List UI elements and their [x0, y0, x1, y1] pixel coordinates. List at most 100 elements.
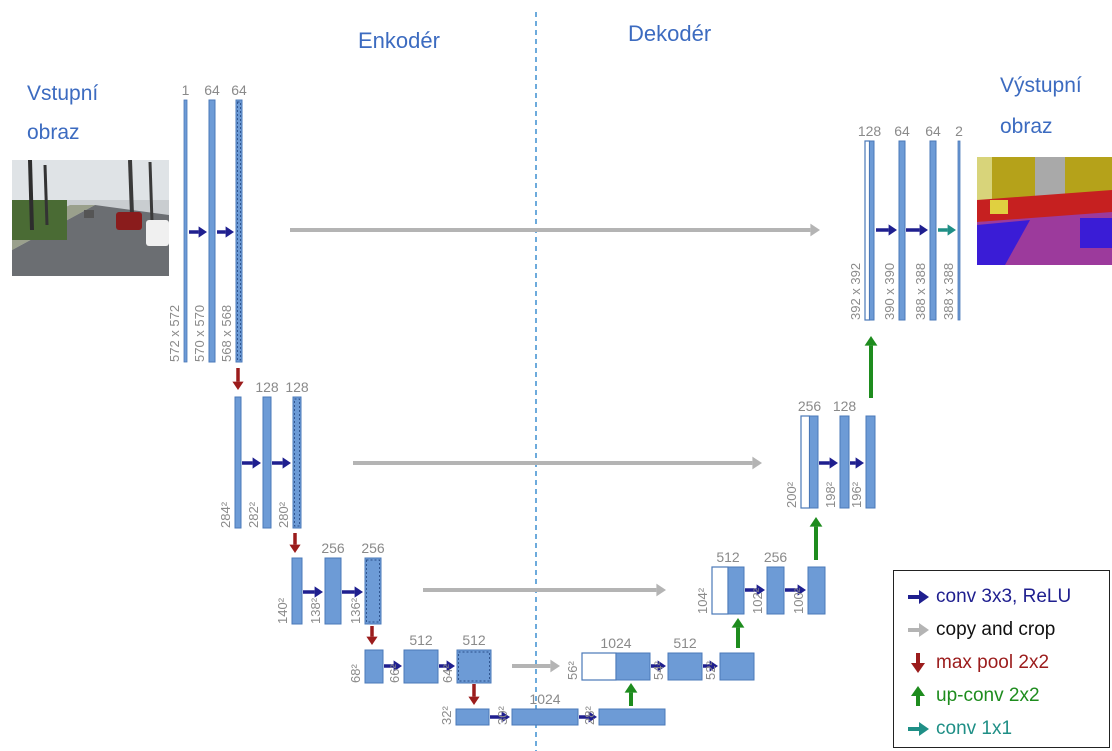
size-label: 570 x 570	[192, 305, 207, 362]
conv1x1-arrow	[938, 224, 956, 236]
feature-map-d2a	[800, 415, 819, 509]
channel-label: 1024	[529, 691, 560, 707]
size-label: 56²	[565, 661, 580, 680]
maxpool-arrow	[366, 626, 378, 645]
upconv-arrow	[731, 618, 745, 648]
feature-map-bar	[929, 140, 937, 321]
feature-map-b3	[598, 708, 666, 726]
channel-label: 512	[673, 635, 697, 651]
size-label: 200²	[784, 481, 799, 508]
legend-label: conv 1x1	[936, 718, 1013, 739]
conv-arrow	[651, 660, 666, 672]
feature-map-bar	[807, 566, 826, 615]
feature-map-e3a	[291, 557, 303, 625]
size-label: 32²	[439, 706, 454, 725]
feature-map-bar	[957, 140, 961, 321]
feature-map-bar	[324, 557, 342, 625]
legend-item-pool: max pool 2x2	[906, 651, 1049, 675]
decoder-heading: Dekodér	[628, 21, 711, 46]
size-label: 30²	[495, 706, 510, 725]
copied-feature-map	[581, 652, 617, 681]
feature-map-d4c	[719, 652, 755, 681]
copy-crop-arrow	[353, 456, 762, 470]
maxpool-arrow	[289, 533, 301, 553]
channel-label: 1024	[600, 635, 631, 651]
upconv-arrow	[809, 517, 823, 560]
conv-arrow	[579, 711, 597, 723]
size-label: 568 x 568	[219, 305, 234, 362]
legend-label: conv 3x3, ReLU	[936, 586, 1072, 607]
size-label: 52²	[703, 661, 718, 680]
feature-map-bar	[865, 415, 876, 509]
feature-map-bar	[403, 649, 439, 684]
size-label: 28²	[582, 706, 597, 725]
maxpool-arrow	[468, 684, 480, 705]
conv-arrow	[242, 457, 261, 469]
conv-arrow	[490, 711, 510, 723]
input-heading-line2: obraz	[27, 121, 80, 144]
conv-arrow	[906, 224, 928, 236]
feature-map-e1b	[208, 99, 216, 363]
upsampled-feature-map	[809, 415, 819, 509]
feature-map-d4a	[581, 652, 651, 681]
legend-upconv-arrow-icon	[911, 686, 925, 706]
feature-map-d3b	[766, 566, 785, 615]
input-image	[12, 160, 169, 276]
feature-map-e3b	[324, 557, 342, 625]
conv-arrow	[189, 226, 207, 238]
copy-crop-arrow	[290, 223, 820, 237]
size-label: 66²	[387, 664, 402, 683]
channel-label: 64	[925, 123, 941, 139]
conv-arrow	[703, 660, 718, 672]
size-label: 388 x 388	[913, 263, 928, 320]
size-label: 280²	[276, 501, 291, 528]
crop-region	[458, 651, 490, 682]
feature-map-bar	[364, 557, 382, 625]
channel-label: 256	[764, 549, 788, 565]
feature-map-d1a	[864, 140, 875, 321]
feature-map-b1	[455, 708, 490, 726]
feature-map-bar	[183, 99, 188, 363]
channel-label: 128	[255, 379, 279, 395]
channel-label: 1	[182, 82, 190, 98]
feature-map-bar	[719, 652, 755, 681]
size-label: 136²	[348, 597, 363, 624]
channel-label: 128	[858, 123, 882, 139]
feature-map-bar	[667, 652, 703, 681]
copy-crop-arrow	[512, 659, 560, 673]
conv-arrow	[819, 457, 838, 469]
conv-arrow	[217, 226, 234, 238]
legend-label: up-conv 2x2	[936, 685, 1040, 706]
feature-map-e2c	[292, 396, 302, 529]
upconv-arrow	[624, 683, 638, 706]
legend-item-conv: conv 3x3, ReLU	[906, 585, 1071, 609]
feature-map-b2	[511, 708, 579, 726]
feature-map-bar	[291, 557, 303, 625]
feature-map-e3c	[364, 557, 382, 625]
upconv-arrow	[864, 336, 878, 398]
feature-map-bar	[262, 396, 272, 529]
conv-arrow	[745, 584, 765, 596]
upsampled-feature-map	[727, 566, 745, 615]
feature-map-d1d	[957, 140, 961, 321]
size-label: 68²	[348, 664, 363, 683]
feature-map-e4c	[456, 649, 492, 684]
conv-arrow	[785, 584, 806, 596]
conv-arrow	[303, 586, 323, 598]
channel-label: 64	[894, 123, 910, 139]
channel-label: 256	[361, 540, 385, 556]
channel-label: 2	[955, 123, 963, 139]
feature-map-bar	[898, 140, 906, 321]
legend-conv1x1-arrow-icon	[908, 722, 929, 736]
feature-map-bar	[511, 708, 579, 726]
conv-arrow	[876, 224, 897, 236]
legend-pool-arrow-icon	[911, 653, 925, 673]
feature-map-d2b	[839, 415, 850, 509]
input-heading-line1: Vstupní	[27, 82, 98, 105]
legend-item-copy: copy and crop	[906, 618, 1055, 642]
size-label: 282²	[246, 501, 261, 528]
conv-arrow	[439, 660, 455, 672]
feature-map-e1c	[235, 99, 243, 363]
legend-label: copy and crop	[936, 619, 1056, 640]
